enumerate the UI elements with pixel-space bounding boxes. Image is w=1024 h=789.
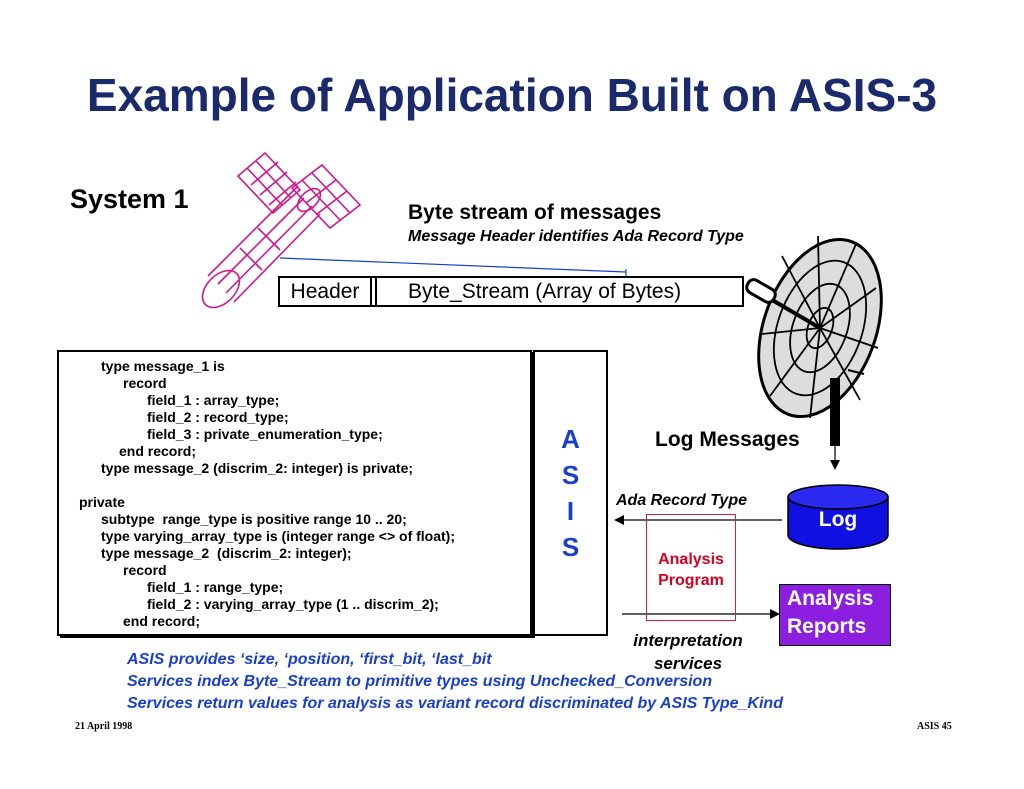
message-header-cell: Header bbox=[280, 278, 372, 305]
log-label: Log bbox=[818, 508, 858, 531]
footer-page: ASIS 45 bbox=[917, 721, 952, 732]
asis-letter: S bbox=[561, 532, 580, 562]
interpretation-line: interpretation bbox=[633, 631, 743, 650]
code-line: record bbox=[123, 375, 167, 391]
footer-date: 21 April 1998 bbox=[75, 721, 133, 732]
code-line: private bbox=[79, 494, 125, 510]
note-line: Services return values for analysis as v… bbox=[127, 695, 783, 712]
asis-letter: I bbox=[566, 496, 575, 526]
arrow-to-asis bbox=[614, 515, 782, 619]
satellite-dish-icon bbox=[745, 235, 883, 470]
asis-letter: S bbox=[561, 460, 580, 490]
code-line: field_1 : range_type; bbox=[147, 579, 284, 595]
satellite-icon bbox=[201, 151, 362, 309]
code-line: field_1 : array_type; bbox=[147, 392, 280, 408]
note-line: ASIS provides ‘size, ‘position, ‘first_b… bbox=[127, 651, 492, 668]
code-line: type varying_array_type is (integer rang… bbox=[101, 528, 456, 544]
message-format-box: Header Byte_Stream (Array of Bytes) bbox=[278, 276, 744, 307]
asis-letter: A bbox=[561, 424, 580, 454]
code-line: end record; bbox=[123, 613, 201, 629]
byte-stream-subtitle: Message Header identifies Ada Record Typ… bbox=[408, 228, 744, 245]
message-body-cell: Byte_Stream (Array of Bytes) bbox=[408, 280, 682, 303]
code-line: field_2 : varying_array_type (1 .. discr… bbox=[147, 596, 439, 612]
analysis-program-label: Analysis bbox=[658, 551, 724, 568]
analysis-program-box: Analysis Program bbox=[646, 514, 736, 621]
ada-record-type-label: Ada Record Type bbox=[616, 492, 747, 509]
code-line: end record; bbox=[119, 443, 197, 459]
system-label: System 1 bbox=[70, 184, 189, 214]
code-line: field_2 : record_type; bbox=[147, 409, 289, 425]
analysis-reports-label: Analysis bbox=[787, 587, 874, 610]
note-line: Services index Byte_Stream to primitive … bbox=[127, 673, 713, 690]
slide-title: Example of Application Built on ASIS-3 bbox=[86, 69, 938, 121]
analysis-program-label: Program bbox=[658, 572, 724, 589]
message-divider bbox=[375, 278, 377, 305]
asis-box: A S I S bbox=[533, 350, 608, 636]
analysis-reports-box: Analysis Reports bbox=[779, 584, 891, 646]
analysis-reports-label: Reports bbox=[787, 615, 867, 638]
code-line: type message_2 (discrim_2: integer) is p… bbox=[101, 460, 414, 476]
interpretation-line: services bbox=[653, 654, 723, 673]
code-line: type message_2 (discrim_2: integer); bbox=[101, 545, 352, 561]
code-line: field_3 : private_enumeration_type; bbox=[147, 426, 383, 442]
log-messages-label: Log Messages bbox=[655, 428, 800, 451]
transmission-line bbox=[279, 257, 627, 277]
code-line: record bbox=[123, 562, 167, 578]
code-line: subtype range_type is positive range 10 … bbox=[101, 511, 407, 527]
database-cylinder-icon bbox=[787, 484, 889, 550]
code-line: type message_1 is bbox=[101, 358, 225, 374]
ada-code-box: type message_1 is record field_1 : array… bbox=[57, 350, 532, 636]
interpretation-services-label: interpretation services bbox=[626, 629, 750, 675]
byte-stream-title: Byte stream of messages bbox=[408, 201, 662, 224]
